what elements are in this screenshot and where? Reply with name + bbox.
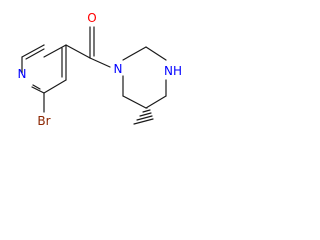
bromine-label: Br [37,114,50,128]
pyridine-nitrogen-label: N [18,67,27,81]
ring-double-bond [25,48,45,60]
ring-bond [122,95,147,109]
aryl-carbonyl-bond [65,44,91,59]
wedge-hash [136,115,153,121]
ring-bond [43,79,67,94]
amine-nitrogen-label: NH [164,64,182,78]
amide-bond [89,57,111,68]
amide-nitrogen-label: N [114,62,123,76]
wedge-hash [142,109,151,113]
ring-bond [31,86,45,94]
ring-bond [145,95,167,109]
ring-bond [145,46,167,61]
ring-bond [43,44,67,58]
structure-diagram: O N Br N NH [18,11,182,128]
wedge-hash [139,112,152,117]
wedge-hash [133,118,154,125]
methyl-wedge [133,107,154,125]
ring-double-bond [32,84,41,90]
ring-bond [21,44,45,58]
ring-bond [122,46,147,61]
piperazine-ring [122,46,167,109]
pyridine-ring [21,44,67,94]
oxygen-label: O [87,11,96,25]
